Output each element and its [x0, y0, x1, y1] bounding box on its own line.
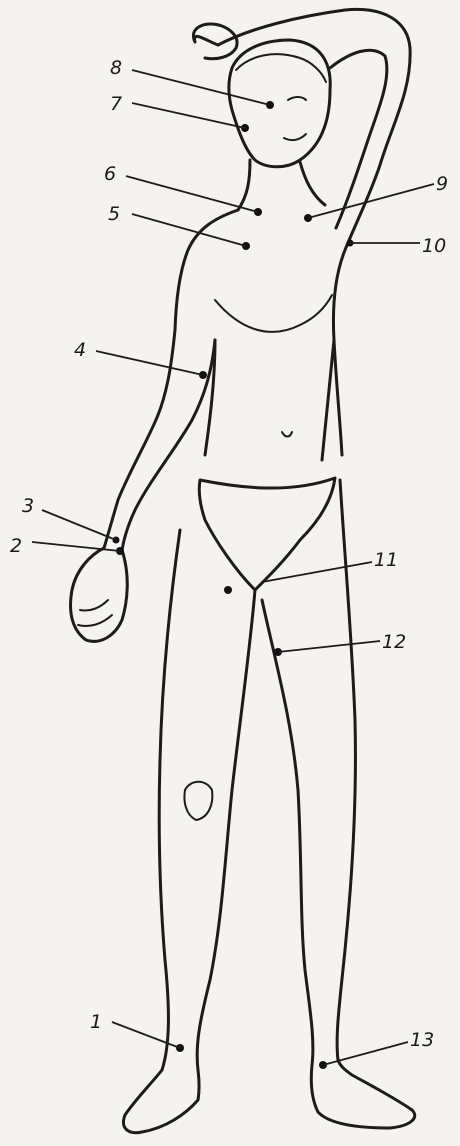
human-figure-outline: [71, 9, 415, 1132]
hand-on-head: [193, 24, 237, 59]
neck-right: [300, 162, 325, 205]
raised-arm-inner: [330, 50, 387, 228]
marked-points: [113, 101, 354, 1069]
leader-6: [126, 176, 258, 212]
abdomen-right: [322, 340, 334, 460]
label-8: 8: [110, 57, 122, 79]
fist-fingers: [78, 600, 112, 626]
label-1: 1: [90, 1011, 102, 1033]
lowered-arm-outer: [104, 330, 175, 548]
leader-8: [132, 70, 270, 105]
foot-right: [124, 1070, 200, 1133]
label-11: 11: [374, 549, 398, 571]
label-5: 5: [108, 203, 120, 225]
neck-left: [238, 160, 250, 210]
leg-left-inner: [262, 600, 313, 1065]
leader-7: [132, 103, 245, 128]
hair: [236, 54, 326, 82]
chest: [215, 295, 332, 332]
label-12: 12: [382, 631, 406, 653]
label-13: 13: [410, 1029, 434, 1051]
label-6: 6: [104, 163, 116, 185]
label-3: 3: [22, 495, 34, 517]
point-11: [224, 586, 232, 594]
label-2: 2: [10, 535, 22, 557]
point-labels: 1 2 3 4 5 6 7 8 9 10 11 12 13: [10, 57, 448, 1051]
leg-right-inner: [197, 590, 255, 1070]
head: [229, 40, 330, 167]
leader-12: [278, 641, 380, 652]
leader-4: [96, 351, 203, 375]
abdomen-left: [205, 340, 215, 455]
raised-arm: [218, 9, 410, 455]
leader-3: [42, 510, 116, 540]
navel: [282, 432, 292, 437]
fist: [71, 548, 128, 641]
label-10: 10: [422, 235, 446, 257]
label-4: 4: [74, 339, 86, 361]
label-9: 9: [436, 173, 448, 195]
foot-left: [311, 1060, 415, 1128]
leader-5: [132, 214, 246, 246]
kneecap: [184, 782, 212, 820]
label-7: 7: [110, 93, 122, 115]
leg-right-outer: [159, 530, 180, 1070]
eye: [288, 97, 306, 100]
mouth: [284, 134, 306, 140]
